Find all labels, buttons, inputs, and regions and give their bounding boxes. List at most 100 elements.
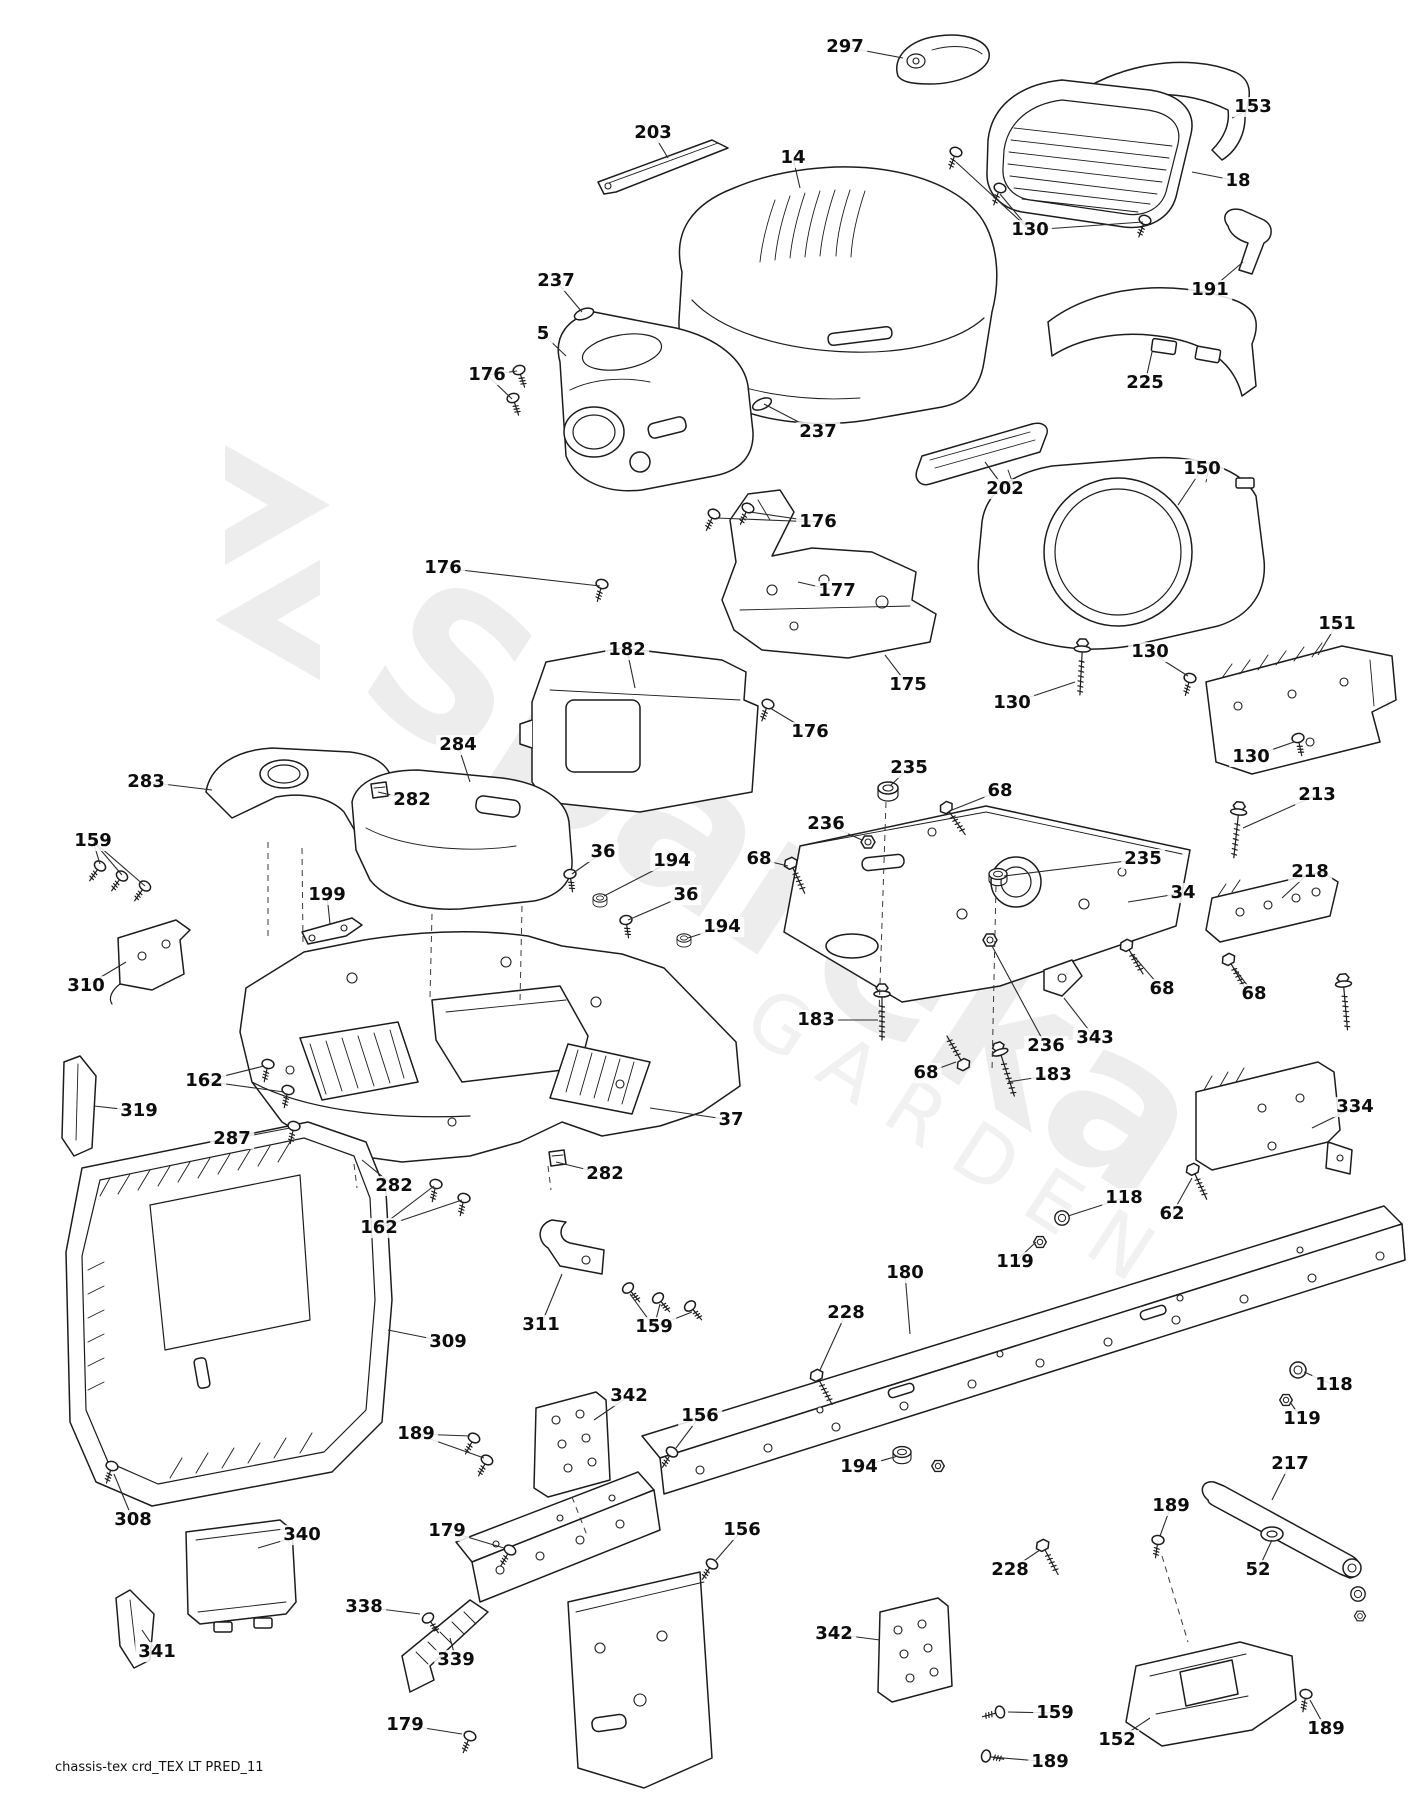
- callout-18-4: 18: [1222, 171, 1254, 191]
- callout-283-25: 283: [124, 772, 168, 792]
- callout-282-26: 282: [390, 790, 434, 810]
- part-182-lower-dash-panel: [519, 647, 759, 813]
- part-152-guard: [1125, 1641, 1297, 1747]
- callout-339-76: 339: [434, 1650, 478, 1670]
- callout-213-31: 213: [1295, 785, 1339, 805]
- callout-310-41: 310: [64, 976, 108, 996]
- part-339-step-strip: [401, 1599, 489, 1693]
- callout-319-50: 319: [117, 1101, 161, 1121]
- callout-179-83: 179: [383, 1715, 427, 1735]
- callout-341-81: 341: [135, 1642, 179, 1662]
- callout-180-60: 180: [883, 1263, 927, 1283]
- callout-37-52: 37: [715, 1110, 747, 1130]
- callout-297-0: 297: [823, 37, 867, 57]
- callout-338-74: 338: [342, 1597, 386, 1617]
- callout-218-32: 218: [1288, 862, 1332, 882]
- callout-36-37: 36: [587, 842, 619, 862]
- part-343-bracket: [1043, 959, 1083, 997]
- callout-175-18: 175: [886, 675, 930, 695]
- callout-156-77: 156: [720, 1520, 764, 1540]
- part-217-draft-rod: [1201, 1481, 1362, 1579]
- callout-199-36: 199: [305, 885, 349, 905]
- callout-225-10: 225: [1123, 373, 1167, 393]
- callout-177-16: 177: [815, 581, 859, 601]
- callout-119-70: 119: [1280, 1409, 1324, 1429]
- callout-62-57: 62: [1156, 1204, 1188, 1224]
- part-frame-front-section: [455, 1471, 713, 1789]
- callout-150-13: 150: [1180, 459, 1224, 479]
- callout-191-6: 191: [1188, 280, 1232, 300]
- callout-36-39: 36: [670, 885, 702, 905]
- callout-130-5: 130: [1008, 220, 1052, 240]
- part-5-dash: [557, 311, 754, 492]
- part-309-grille-screen: [65, 1121, 393, 1507]
- part-18-grille: [986, 79, 1193, 229]
- part-340-plate: [185, 1519, 297, 1633]
- part-283-tank-shroud: [205, 747, 393, 837]
- callout-176-9: 176: [465, 365, 509, 385]
- part-342-bracket-a: [533, 1391, 611, 1498]
- drawing-title: chassis-tex crd_TEX LT PRED_11: [55, 1760, 264, 1775]
- callout-179-75: 179: [425, 1521, 469, 1541]
- callout-228-61: 228: [824, 1303, 868, 1323]
- callout-282-54: 282: [583, 1164, 627, 1184]
- callout-237-11: 237: [796, 422, 840, 442]
- callout-68-30: 68: [743, 849, 775, 869]
- callout-183-44: 183: [794, 1010, 838, 1030]
- callout-342-65: 342: [607, 1386, 651, 1406]
- callout-68-43: 68: [1238, 984, 1270, 1004]
- callout-235-33: 235: [1121, 849, 1165, 869]
- callout-194-68: 194: [837, 1457, 881, 1477]
- callout-130-19: 130: [990, 693, 1034, 713]
- callout-203-2: 203: [631, 123, 675, 143]
- part-319-strip: [61, 1055, 97, 1157]
- callout-189-85: 189: [1028, 1752, 1072, 1772]
- part-37-fender: [239, 930, 741, 1163]
- callout-182-22: 182: [605, 640, 649, 660]
- callout-343-46: 343: [1073, 1028, 1117, 1048]
- part-151-bracket: [1205, 642, 1397, 775]
- callout-151-17: 151: [1315, 614, 1359, 634]
- callout-153-1: 153: [1231, 97, 1275, 117]
- callout-119-59: 119: [993, 1252, 1037, 1272]
- callout-118-58: 118: [1102, 1188, 1146, 1208]
- callout-235-27: 235: [887, 758, 931, 778]
- callout-162-55: 162: [357, 1218, 401, 1238]
- callout-176-15: 176: [421, 558, 465, 578]
- part-218-plate: [1205, 871, 1339, 943]
- part-225-lower-trim: [1047, 287, 1257, 397]
- callout-176-14: 176: [796, 512, 840, 532]
- part-191-lever: [1224, 208, 1272, 275]
- callout-236-45: 236: [1024, 1036, 1068, 1056]
- callout-308-72: 308: [111, 1510, 155, 1530]
- callout-194-40: 194: [700, 917, 744, 937]
- callout-5-8: 5: [533, 324, 553, 344]
- callout-284-24: 284: [436, 735, 480, 755]
- callout-34-34: 34: [1167, 883, 1199, 903]
- callout-130-20: 130: [1128, 642, 1172, 662]
- callout-340-73: 340: [280, 1525, 324, 1545]
- callout-237-7: 237: [534, 271, 578, 291]
- part-282-clip-a: [370, 781, 389, 799]
- callout-52-80: 52: [1242, 1560, 1274, 1580]
- part-180-frame-rail: [641, 1205, 1406, 1495]
- callout-176-23: 176: [788, 722, 832, 742]
- callout-152-86: 152: [1095, 1730, 1139, 1750]
- callout-202-12: 202: [983, 479, 1027, 499]
- callout-159-84: 159: [1033, 1703, 1077, 1723]
- callout-68-28: 68: [984, 781, 1016, 801]
- part-237-plug-b: [751, 397, 773, 411]
- part-150-engine-shroud: [977, 456, 1266, 650]
- callout-189-87: 189: [1304, 1719, 1348, 1739]
- part-202-strip: [915, 422, 1048, 486]
- callout-118-69: 118: [1312, 1375, 1356, 1395]
- callout-14-3: 14: [777, 148, 809, 168]
- callout-282-53: 282: [372, 1176, 416, 1196]
- callout-159-63: 159: [632, 1317, 676, 1337]
- callout-162-49: 162: [182, 1071, 226, 1091]
- callout-130-21: 130: [1229, 747, 1273, 767]
- part-237-plug-a: [573, 307, 595, 321]
- callout-189-79: 189: [1149, 1496, 1193, 1516]
